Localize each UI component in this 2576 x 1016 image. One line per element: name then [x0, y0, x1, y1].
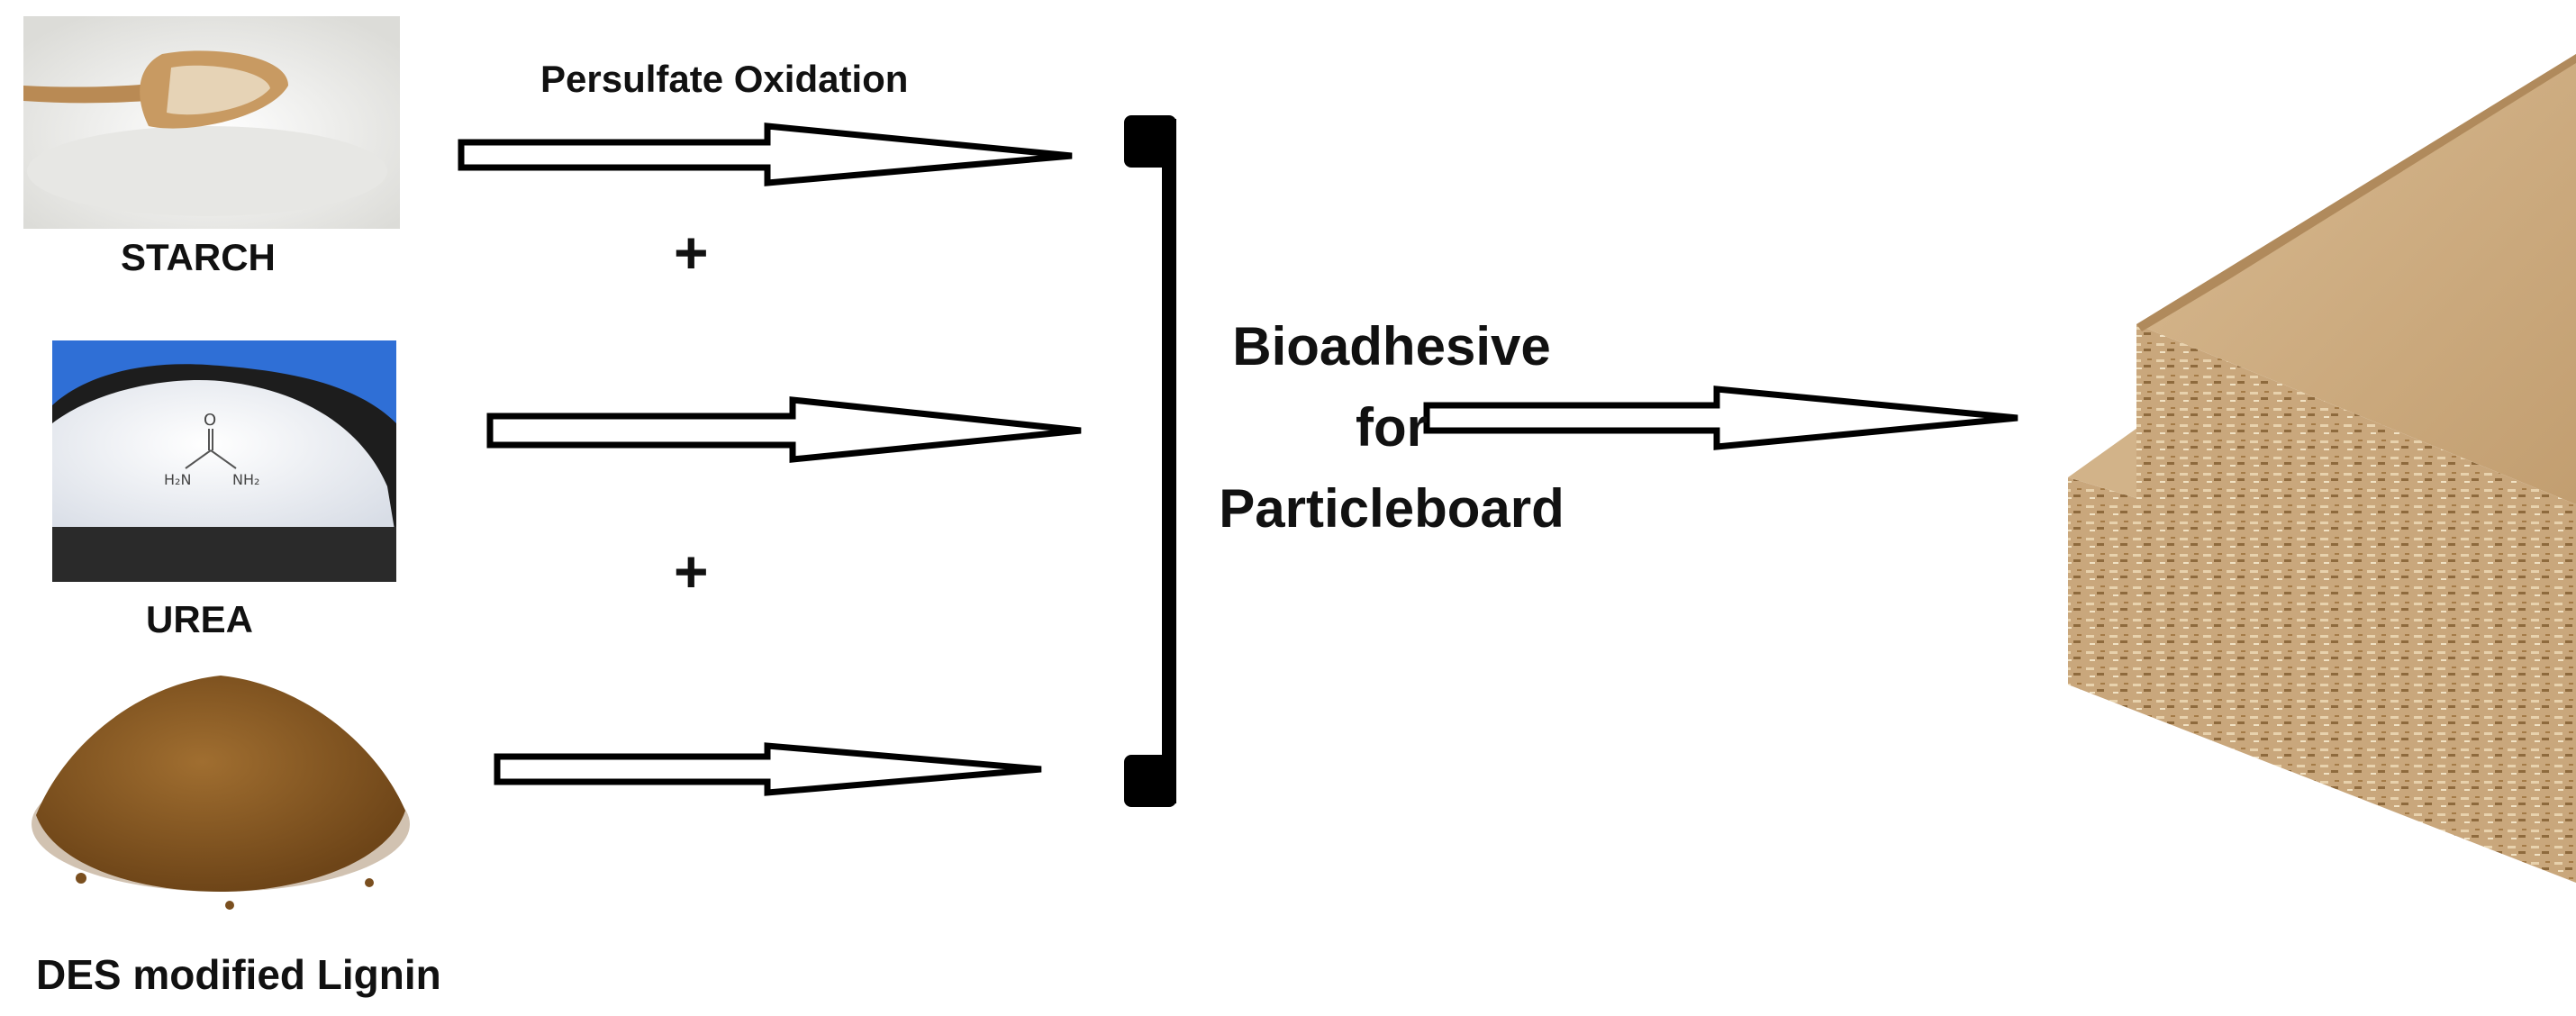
lignin-label: DES modified Lignin [36, 951, 441, 998]
product-line-3: Particleboard [1219, 478, 1565, 539]
lignin-image [32, 676, 410, 910]
product-line-2: for [1356, 397, 1428, 458]
product-label: Bioadhesive for Particleboard [1198, 306, 1585, 549]
particleboard-image [2068, 54, 2576, 883]
svg-text:H₂N: H₂N [164, 471, 191, 488]
urea-image: O H₂N NH₂ [52, 340, 396, 582]
arrow-lignin [494, 742, 1042, 796]
starch-label: STARCH [121, 236, 276, 278]
urea-label: UREA [146, 598, 254, 640]
arrow-product [1423, 386, 2018, 450]
plus-sign-1: + [674, 219, 709, 286]
arrow-urea [486, 396, 1082, 463]
arrow-starch [458, 122, 1073, 186]
starch-image [23, 16, 400, 229]
combine-bracket [1124, 115, 1176, 807]
svg-text:NH₂: NH₂ [232, 471, 259, 488]
product-line-1: Bioadhesive [1232, 316, 1551, 376]
plus-sign-2: + [674, 538, 709, 604]
svg-text:O: O [204, 411, 216, 430]
process-label: Persulfate Oxidation [540, 58, 909, 100]
